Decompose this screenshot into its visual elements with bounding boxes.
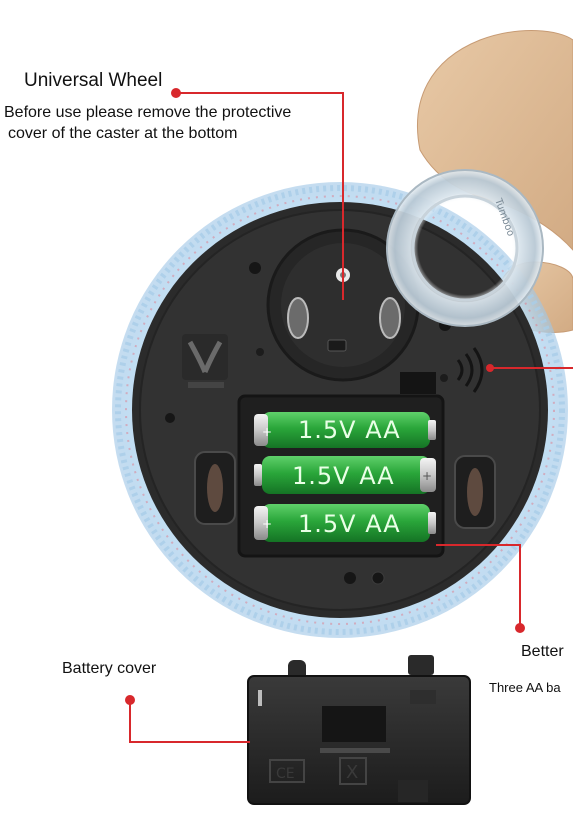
universal-wheel xyxy=(266,228,420,382)
callout-lines xyxy=(129,92,573,743)
svg-text:+: + xyxy=(262,517,272,531)
recycle-mark: X xyxy=(346,762,358,783)
callout-dots xyxy=(125,88,525,705)
battery-3-label: 1.5V AA xyxy=(298,510,401,538)
universal-wheel-desc-line-2: cover of the caster at the bottom xyxy=(8,125,238,142)
battery-1-label: 1.5V AA xyxy=(298,416,401,444)
battery-cover-image: CE X xyxy=(247,655,471,805)
three-aa-label: Three AA ba xyxy=(489,680,561,695)
universal-wheel-desc-line-1: Before use please remove the protective xyxy=(4,104,292,121)
universal-wheel-title: Universal Wheel xyxy=(24,70,163,91)
battery-1: 1.5V AA + xyxy=(254,412,436,448)
battery-2-label: 1.5V AA xyxy=(292,462,395,490)
speaker-icon xyxy=(400,347,484,394)
side-wheels xyxy=(194,451,496,529)
svg-text:+: + xyxy=(262,425,272,439)
better-label: Better xyxy=(521,643,564,660)
battery-2: 1.5V AA + xyxy=(254,456,436,494)
brand-logo-icon xyxy=(182,334,228,388)
ce-mark: CE xyxy=(276,766,295,782)
battery-3: 1.5V AA + xyxy=(254,504,436,542)
protective-ring: Tumboo xyxy=(386,169,544,327)
svg-text:+: + xyxy=(422,469,432,483)
battery-cover-label: Battery cover xyxy=(62,660,157,677)
